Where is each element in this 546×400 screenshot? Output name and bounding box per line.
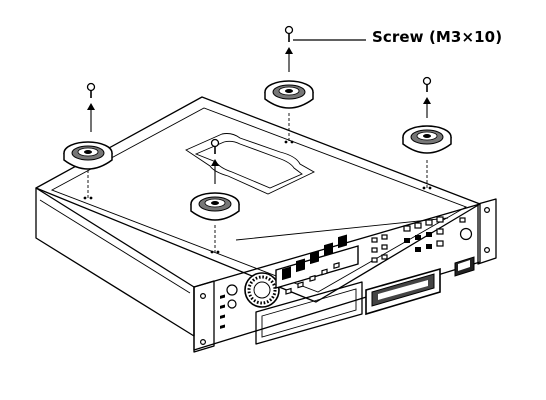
- screw-callout-label: Screw (M3×10): [372, 28, 502, 46]
- small-indicator: [460, 218, 465, 222]
- rack-hole: [201, 294, 206, 299]
- jog-dial-icon: [245, 273, 279, 307]
- rack-hole: [201, 340, 206, 345]
- screw-icon: [285, 27, 293, 73]
- headphone-knob-icon: [461, 229, 472, 240]
- screw-icon: [211, 140, 219, 185]
- led-column: [220, 294, 225, 328]
- rack-hole: [485, 248, 490, 253]
- rack-hole: [485, 208, 490, 213]
- rubber-foot: [191, 193, 239, 253]
- screw-icon: [87, 84, 95, 133]
- unit-left-side: [36, 188, 194, 336]
- button-cluster-left: [372, 235, 387, 262]
- input-knob-icon: [227, 285, 237, 295]
- input-knob-icon: [228, 300, 236, 308]
- screw-icon: [423, 78, 431, 119]
- media-slot: [366, 269, 440, 314]
- rubber-foot: [403, 126, 451, 189]
- rubber-foot: [64, 142, 112, 199]
